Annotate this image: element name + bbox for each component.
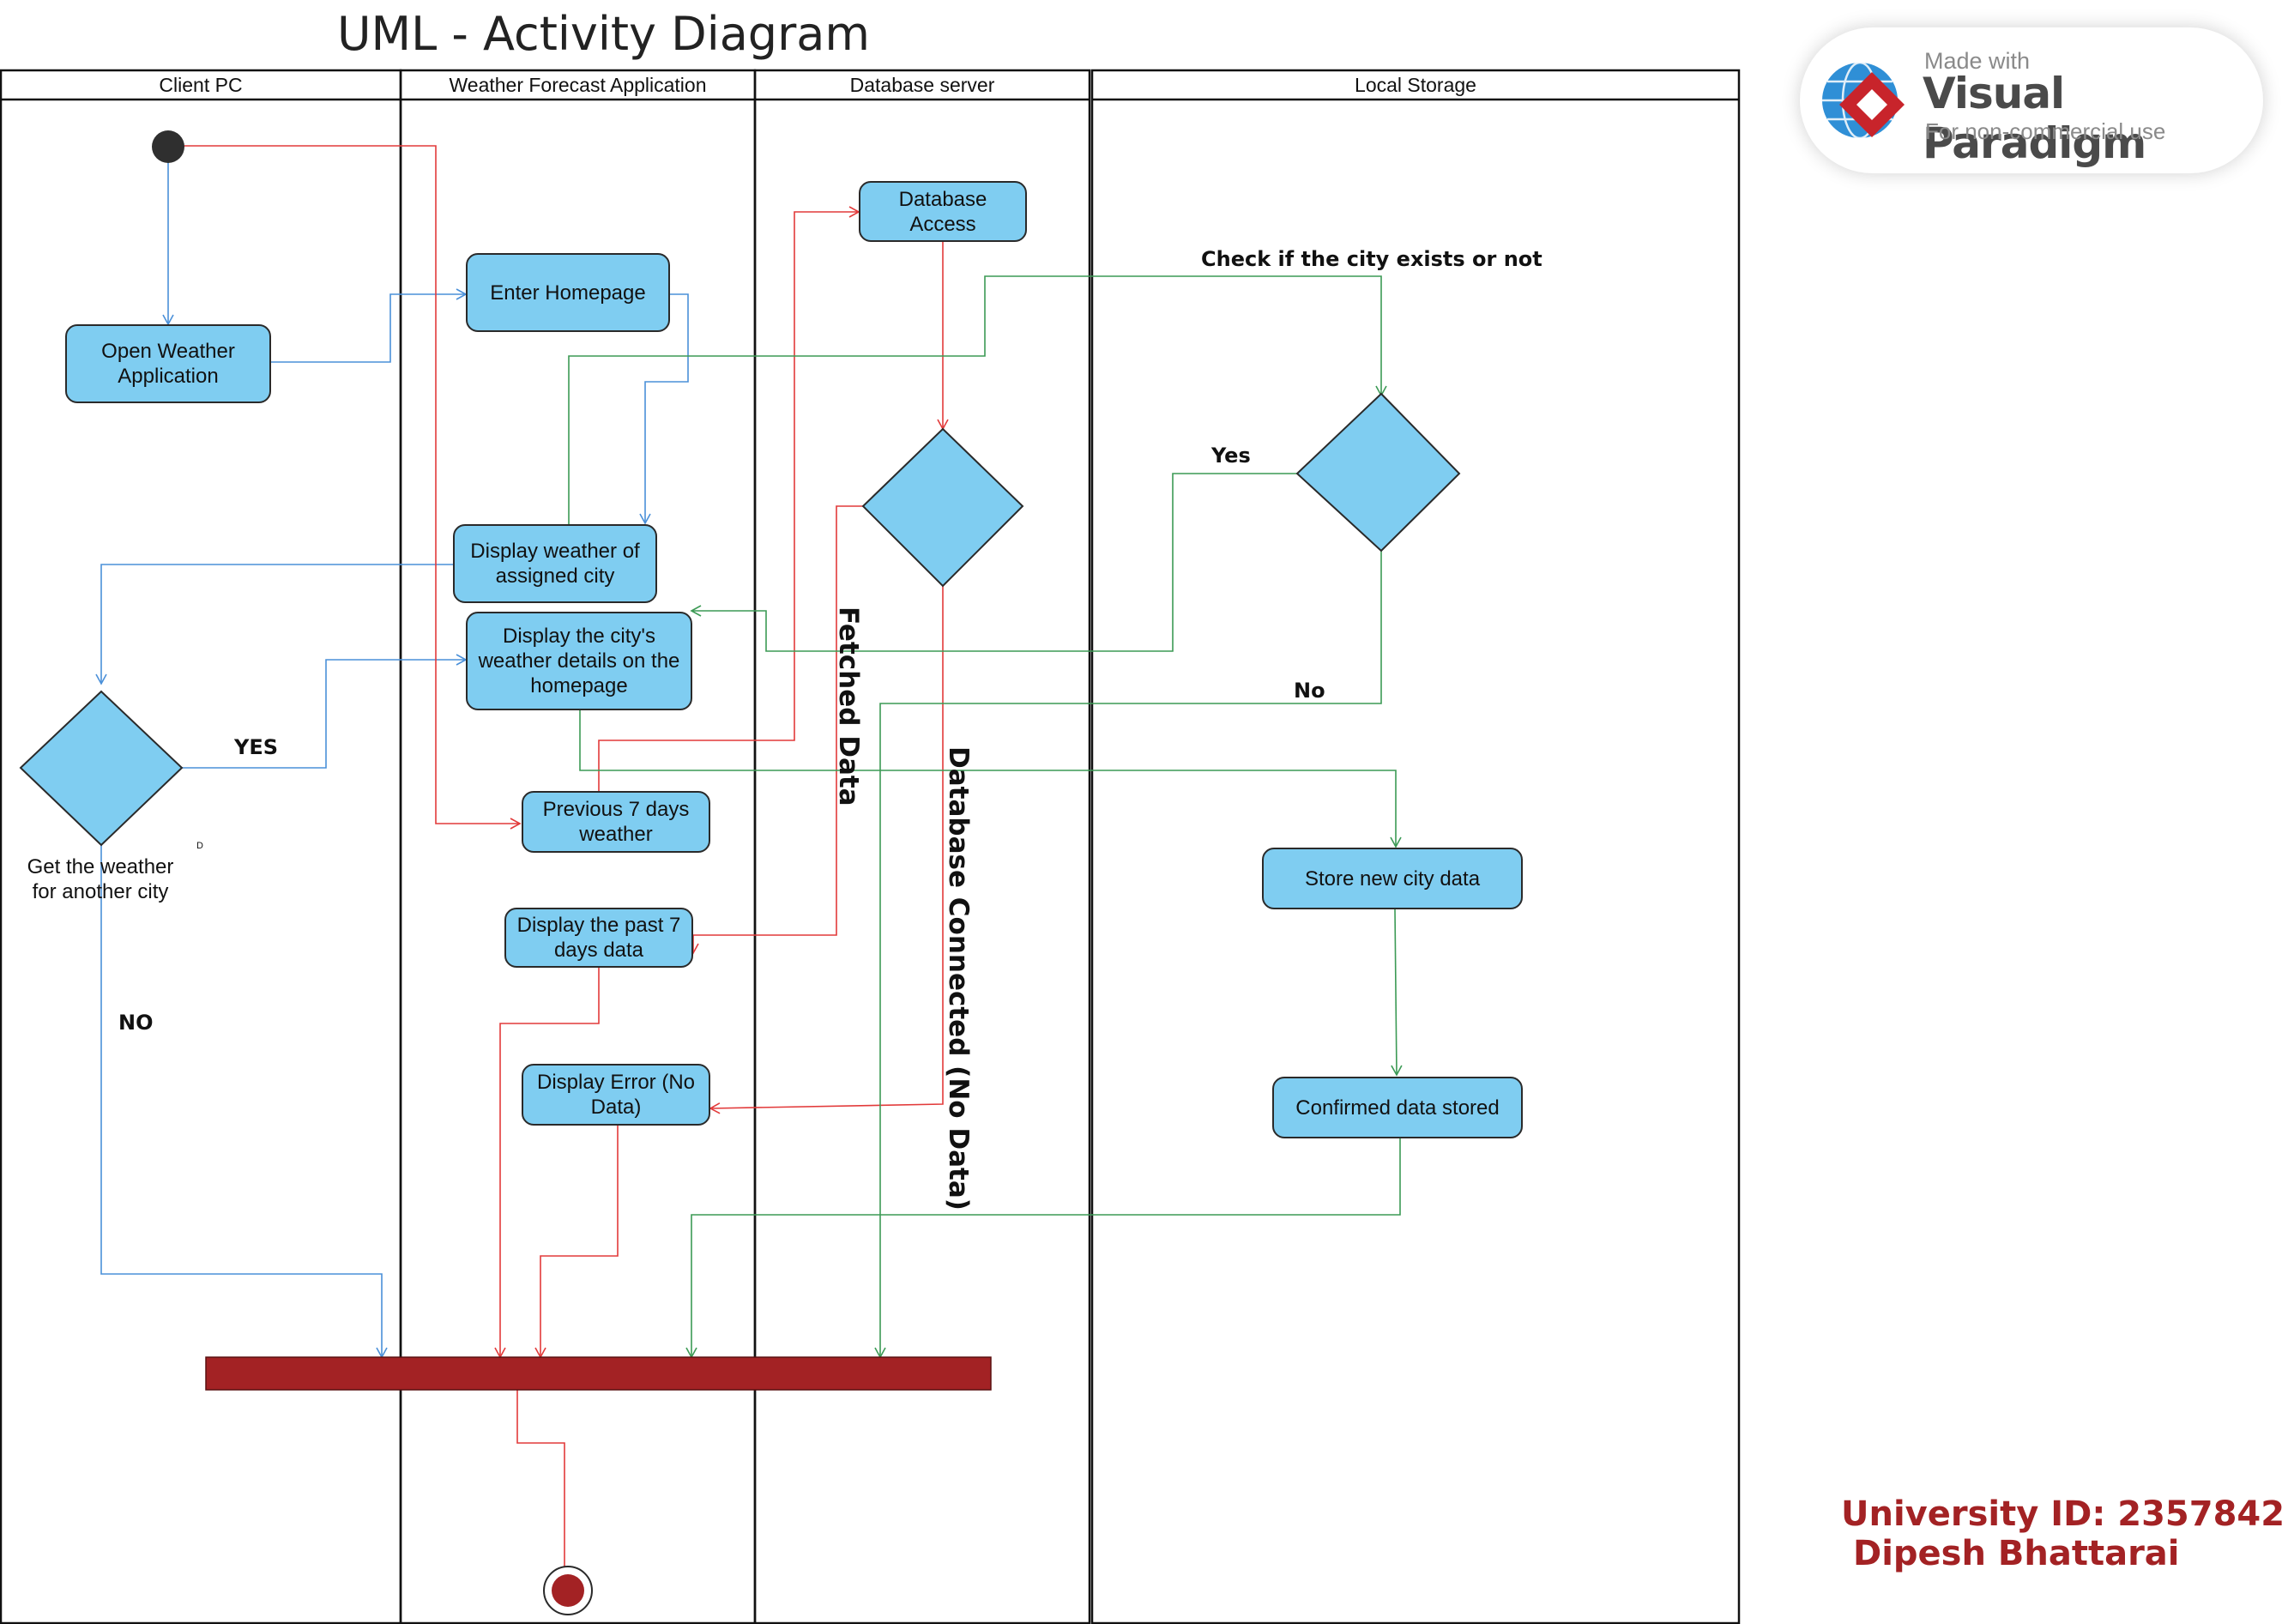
label-no-storage: No [1294, 679, 1325, 703]
final-node-core [552, 1574, 584, 1607]
node-store-new-city: Store new city data [1262, 848, 1523, 909]
lane-header-weather-app: Weather Forecast Application [449, 74, 707, 96]
decision-database [861, 427, 1024, 588]
initial-node [152, 130, 184, 163]
lane-header-local-storage: Local Storage [1355, 74, 1476, 96]
label-get-weather-another-city: Get the weather for another city [27, 855, 174, 903]
node-database-access: Database Access [859, 181, 1027, 242]
node-enter-homepage: Enter Homepage [466, 253, 670, 332]
visual-paradigm-badge: Made with Visual Paradigm For non-commer… [1800, 27, 2263, 173]
label-no-client: NO [118, 1011, 154, 1035]
node-confirmed-stored: Confirmed data stored [1272, 1077, 1523, 1138]
label-fetched-data: Fetched Data [833, 607, 864, 806]
node-display-past-7-days: Display the past 7 days data [504, 908, 693, 968]
red-flows [180, 145, 949, 1580]
node-display-city-details: Display the city's weather details on th… [466, 612, 692, 710]
university-id: University ID: 2357842 [1841, 1494, 2285, 1534]
join-bar [205, 1356, 992, 1391]
diagram-title: UML - Activity Diagram [337, 7, 870, 61]
lane-local-storage [1090, 69, 1741, 1624]
visual-paradigm-logo-icon [1822, 61, 1905, 140]
label-small-d: D [196, 841, 203, 851]
author-name: Dipesh Bhattarai [1853, 1534, 2180, 1573]
node-previous-7-days: Previous 7 days weather [522, 791, 710, 853]
label-yes-client: YES [234, 735, 279, 759]
label-db-connected-no-data: Database Connected (No Data) [943, 746, 974, 1210]
lane-header-database-server: Database server [849, 74, 995, 96]
decision-city-exists [1295, 392, 1461, 552]
green-flows [568, 275, 1403, 1359]
badge-made-with: Made with [1924, 48, 2031, 74]
blue-flows [95, 148, 689, 1359]
lane-header-client-pc: Client PC [159, 74, 243, 96]
decision-another-city [19, 690, 184, 847]
label-check-city: Check if the city exists or not [1201, 247, 1542, 271]
badge-subtitle: For non-commercial use [1925, 118, 2166, 144]
node-display-error: Display Error (No Data) [522, 1064, 710, 1126]
label-yes-storage: Yes [1211, 444, 1251, 468]
lane-database-server [753, 69, 1091, 1624]
node-display-assigned-city: Display weather of assigned city [453, 524, 657, 603]
swimlanes [0, 69, 1741, 1624]
badge-brand: Visual Paradigm [1923, 69, 2146, 168]
node-open-weather-app: Open Weather Application [65, 324, 271, 403]
